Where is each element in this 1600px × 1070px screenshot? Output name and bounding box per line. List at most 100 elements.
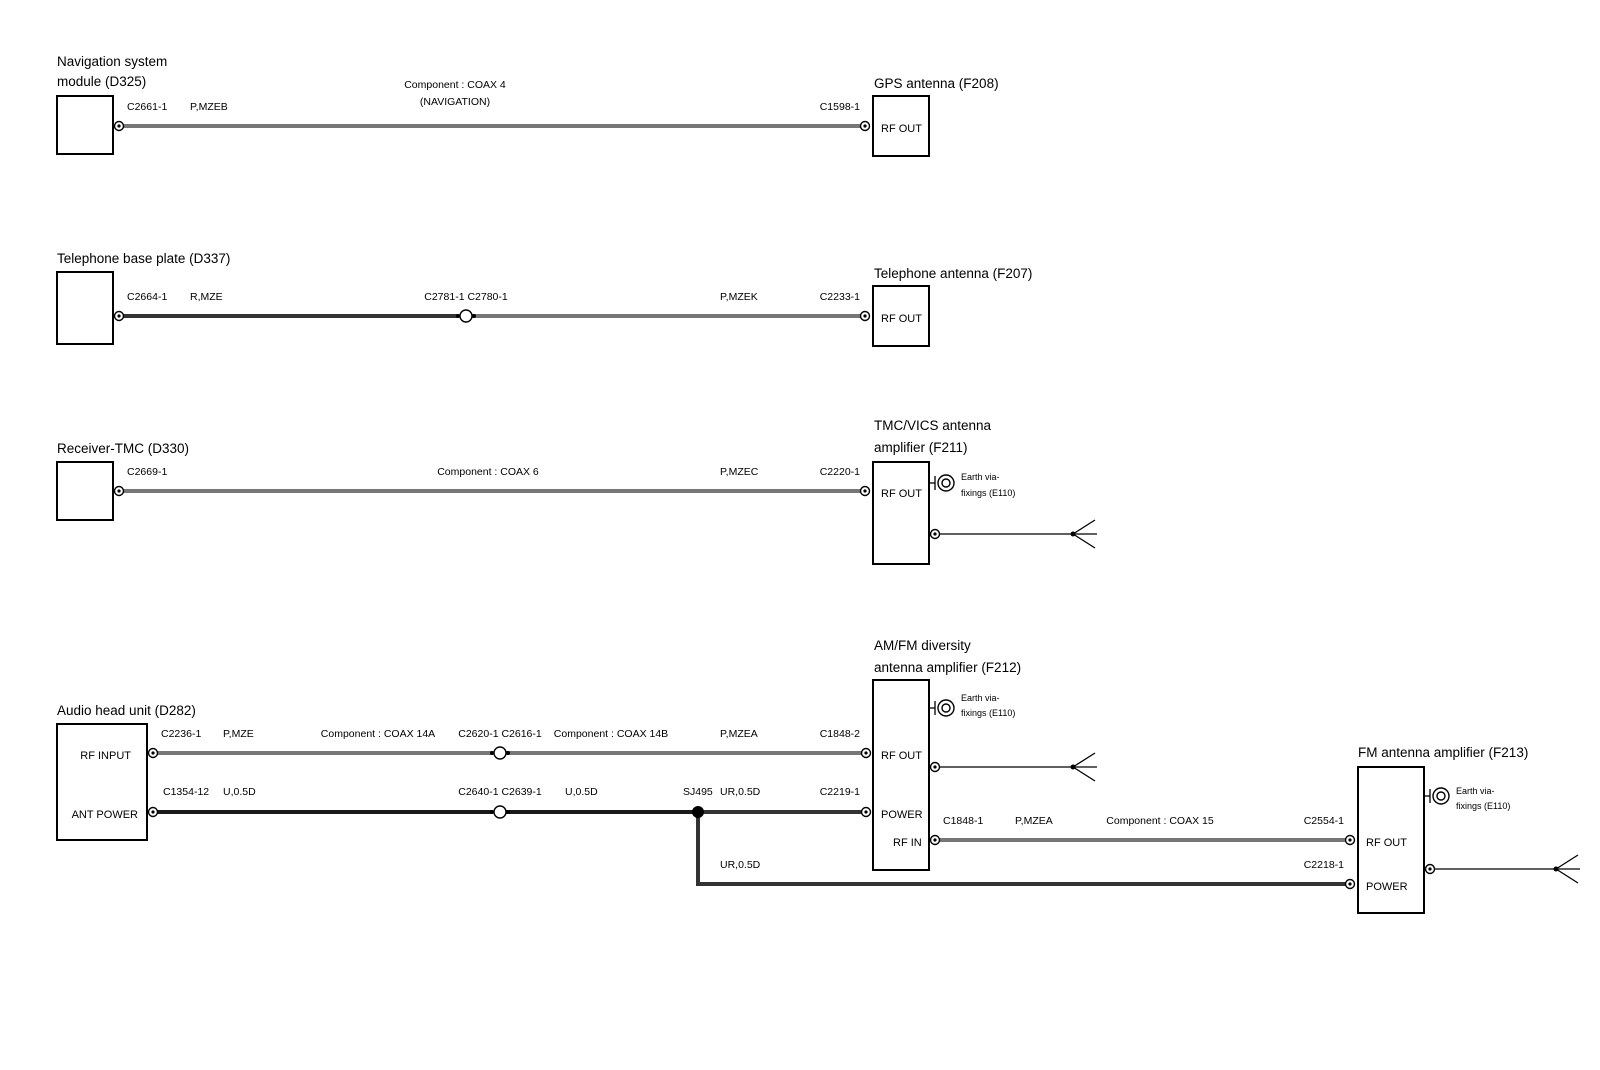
connector-icon (859, 120, 871, 132)
audio-pw-wire2-label: U,0.5D (565, 786, 598, 798)
audio-pw-dest-connector-label: C2219-1 (820, 786, 860, 798)
fm-amp-box (1357, 766, 1425, 914)
tel-wire2-label: P,MZEK (720, 291, 758, 303)
telephone-section: Telephone base plate (D337) C2664-1 R,MZ… (56, 251, 1032, 347)
tmc-section: Receiver-TMC (D330) C2669-1 Component : … (56, 418, 1097, 565)
tmc-amp-title-line1: TMC/VICS antenna (874, 418, 992, 433)
tel-wire1-label: R,MZE (190, 291, 223, 303)
tel-rf-out-label: RF OUT (881, 313, 922, 325)
audio-rf-dest-connector-label: C1848-2 (820, 728, 860, 740)
nav-module-box (56, 95, 114, 155)
connector-icon (929, 834, 941, 846)
splice-icon (692, 806, 704, 818)
audio-rf-wire1-label: P,MZE (223, 728, 254, 740)
audio-rf-wire2-label: P,MZEA (720, 728, 758, 740)
tmc-component-label: Component : COAX 6 (437, 466, 539, 478)
rfin-wire-label: P,MZEA (1015, 815, 1053, 827)
audio-rf-input-label: RF INPUT (80, 750, 131, 762)
inline-connector-icon (490, 805, 510, 819)
tmc-dest-connector-label: C2220-1 (820, 466, 860, 478)
audio-rf-component1-label: Component : COAX 14A (321, 728, 435, 740)
nav-module-title-line2: module (D325) (57, 74, 146, 89)
nav-component-label-line2: (NAVIGATION) (420, 96, 490, 108)
fm-power-label: POWER (1366, 881, 1408, 893)
tmc-earth-label-line1: Earth via- (961, 472, 1000, 482)
earth-connector-icon (930, 699, 955, 717)
gps-antenna-box (872, 95, 930, 157)
connector-icon (860, 806, 872, 818)
earth-connector-icon (1425, 787, 1450, 805)
amfm-amp-box (872, 679, 930, 871)
amfm-amp-title-line1: AM/FM diversity (874, 638, 971, 653)
connector-icon (1344, 878, 1356, 890)
amfm-earth-label-line1: Earth via- (961, 693, 1000, 703)
fm-earth-label-line1: Earth via- (1456, 786, 1495, 796)
gps-rf-out-label: RF OUT (881, 123, 922, 135)
audio-pw-wire1-label: U,0.5D (223, 786, 256, 798)
tel-base-box (56, 271, 114, 345)
audio-head-title: Audio head unit (D282) (57, 703, 196, 718)
gps-antenna-title: GPS antenna (F208) (874, 76, 999, 91)
nav-dest-connector-label: C1598-1 (820, 101, 860, 113)
connector-icon (147, 747, 159, 759)
amfm-rf-in-label: RF IN (893, 837, 922, 849)
fm-power-connector-label: C2218-1 (1304, 859, 1344, 871)
navigation-section: Navigation system module (D325) C2661-1 … (56, 54, 999, 157)
tmc-amp-box (872, 461, 930, 565)
tel-antenna-title: Telephone antenna (F207) (874, 266, 1032, 281)
fm-power-wire-label: UR,0.5D (720, 859, 761, 871)
antenna-lead-icon (929, 752, 1097, 782)
nav-component-label-line1: Component : COAX 4 (404, 79, 506, 91)
tmc-src-connector-label: C2669-1 (127, 466, 167, 478)
audio-rf-src-connector-label: C2236-1 (161, 728, 201, 740)
amfm-power-label: POWER (881, 809, 923, 821)
connector-icon (113, 310, 125, 322)
nav-module-title-line1: Navigation system (57, 54, 167, 69)
audio-ant-power-label: ANT POWER (72, 809, 138, 821)
audio-rf-mid-connector-label: C2620-1 C2616-1 (458, 728, 542, 740)
fm-amp-title: FM antenna amplifier (F213) (1358, 745, 1528, 760)
tel-src-connector-label: C2664-1 (127, 291, 167, 303)
audio-pw-wire3-label: UR,0.5D (720, 786, 761, 798)
fm-earth-label-line2: fixings (E110) (1456, 801, 1510, 811)
amfm-rf-out-label: RF OUT (881, 750, 922, 762)
audio-section: Audio head unit (D282) RF INPUT ANT POWE… (56, 638, 1580, 914)
connector-icon (859, 310, 871, 322)
audio-head-box (56, 723, 148, 841)
fm-rf-connector-label: C2554-1 (1304, 815, 1344, 827)
amfm-amp-title-line2: antenna amplifier (F212) (874, 660, 1021, 675)
tmc-wire-label: P,MZEC (720, 466, 759, 478)
tel-base-title: Telephone base plate (D337) (57, 251, 230, 266)
connector-icon (113, 120, 125, 132)
tel-antenna-box (872, 285, 930, 347)
tel-dest-connector-label: C2233-1 (820, 291, 860, 303)
earth-connector-icon (930, 474, 955, 492)
splice-label: SJ495 (683, 786, 713, 798)
connector-icon (859, 485, 871, 497)
audio-pw-src-connector-label: C1354-12 (163, 786, 209, 798)
rfin-connector-label: C1848-1 (943, 815, 983, 827)
rfin-component-label: Component : COAX 15 (1106, 815, 1214, 827)
audio-rf-component2-label: Component : COAX 14B (554, 728, 668, 740)
connector-icon (147, 806, 159, 818)
antenna-lead-icon (929, 519, 1097, 549)
inline-connector-icon (490, 746, 510, 760)
nav-src-connector-label: C2661-1 (127, 101, 167, 113)
audio-pw-mid-connector-label: C2640-1 C2639-1 (458, 786, 542, 798)
tel-mid-connector-label: C2781-1 C2780-1 (424, 291, 508, 303)
connector-icon (113, 485, 125, 497)
tmc-rf-out-label: RF OUT (881, 488, 922, 500)
nav-wire-label: P,MZEB (190, 101, 228, 113)
tmc-receiver-box (56, 461, 114, 521)
tmc-amp-title-line2: amplifier (F211) (874, 440, 968, 455)
connector-icon (860, 747, 872, 759)
amfm-earth-label-line2: fixings (E110) (961, 708, 1015, 718)
antenna-lead-icon (1424, 854, 1580, 884)
tmc-earth-label-line2: fixings (E110) (961, 488, 1015, 498)
fm-power-wire (696, 812, 1350, 886)
connector-icon (1344, 834, 1356, 846)
tmc-receiver-title: Receiver-TMC (D330) (57, 441, 189, 456)
fm-rf-out-label: RF OUT (1366, 837, 1407, 849)
inline-connector-icon (456, 309, 476, 323)
